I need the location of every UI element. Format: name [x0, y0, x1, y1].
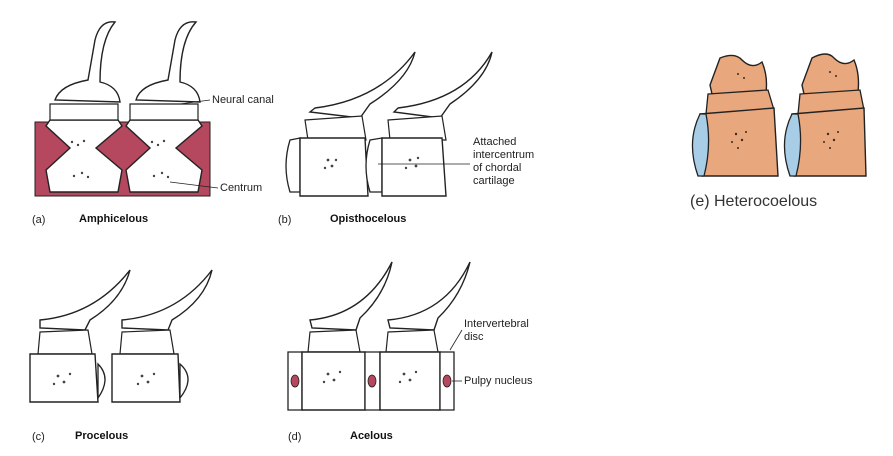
panel-e-heterocoelous: (e) Heterocoelous: [680, 30, 893, 250]
centrum-label: Centrum: [220, 182, 263, 194]
acelous-illustration: [287, 261, 471, 411]
neural-canal-label: Neural canal: [212, 94, 274, 106]
amphicelous-illustration: [34, 21, 219, 197]
intervertebral-disc-label: Intervertebral disc: [464, 318, 529, 344]
intervertebral-line-1: Intervertebral: [464, 318, 529, 330]
panel-c-title: Procelous: [75, 430, 129, 442]
panel-d-acelous: Intervertebral disc Pulpy nucleus (d) Ac…: [270, 250, 590, 456]
panel-b-tag: (b): [278, 214, 292, 226]
intercentrum-line-4: cartilage: [473, 175, 515, 187]
intercentrum-line-1: Attached: [473, 136, 517, 148]
intervertebral-line-2: disc: [464, 331, 484, 343]
intercentrum-line-3: of chordal: [473, 162, 522, 174]
opisthocelous-illustration: [285, 51, 493, 197]
heterocoelous-illustration: [691, 53, 867, 177]
panel-c-procelous: (c) Procelous: [0, 250, 260, 456]
panel-d-tag: (d): [288, 431, 302, 443]
intercentrum-label: Attached intercentrum of chordal cartila…: [473, 136, 534, 188]
panel-a-title: Amphicelous: [79, 213, 149, 225]
panel-e-title: (e) Heterocoelous: [690, 193, 818, 210]
panel-a-tag: (a): [32, 214, 46, 226]
panel-b-title: Opisthocelous: [330, 213, 407, 225]
panel-c-tag: (c): [32, 431, 45, 443]
pulpy-nucleus-label: Pulpy nucleus: [464, 375, 533, 387]
panel-d-title: Acelous: [350, 430, 393, 442]
intercentrum-line-2: intercentrum: [473, 149, 535, 161]
panel-a-amphicelous: Neural canal Centrum (a) Amphicelous: [0, 0, 300, 240]
procelous-illustration: [29, 269, 213, 403]
panel-b-opisthocelous: Attached intercentrum of chordal cartila…: [270, 0, 570, 240]
